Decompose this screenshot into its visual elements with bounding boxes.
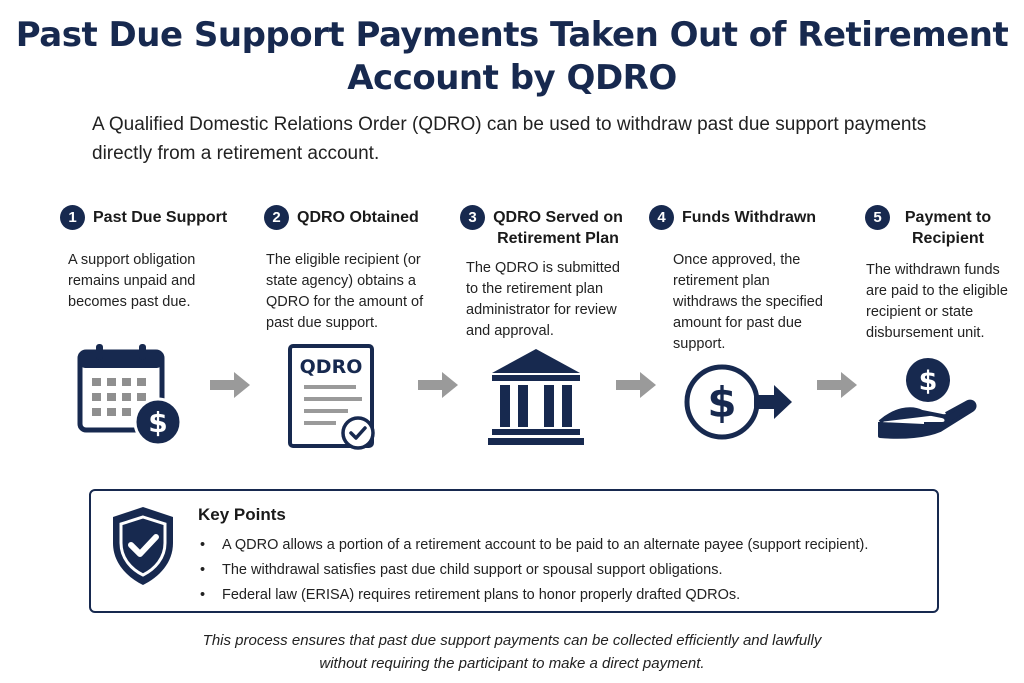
step-description: The withdrawn funds are paid to the elig…: [866, 262, 1008, 341]
svg-text:$: $: [919, 366, 938, 397]
step-title: QDRO Served on Retirement Plan: [493, 209, 623, 247]
shield-check-icon: [113, 507, 173, 585]
page-title: Past Due Support Payments Taken Out of R…: [0, 14, 1024, 100]
key-points-box: [89, 489, 939, 613]
step-number: 1: [60, 205, 85, 230]
step-2: 2 QDRO Obtained: [264, 205, 444, 230]
step-title: Funds Withdrawn: [682, 209, 817, 226]
step-number: 3: [460, 205, 485, 230]
svg-text:$: $: [148, 406, 167, 439]
flow-arrow-icon: [210, 372, 250, 398]
step-description: The eligible recipient (or state agency)…: [266, 252, 424, 331]
key-point-item: Federal law (ERISA) requires retirement …: [200, 583, 868, 608]
step-3: 3 QDRO Served on Retirement Plan: [460, 205, 630, 249]
dollar-withdraw-icon: $: [684, 364, 792, 440]
step-title: Past Due Support: [93, 209, 228, 226]
flow-arrow-icon: [817, 372, 857, 398]
step-5: 5 Payment to Recipient: [865, 205, 1005, 249]
qdro-document-icon: QDRO: [288, 344, 375, 450]
key-points-title: Key Points: [198, 505, 286, 524]
step-number: 4: [649, 205, 674, 230]
hand-dollar-icon: $: [878, 358, 977, 439]
flow-arrow-icon: [616, 372, 656, 398]
page-title-line-1: Past Due Support Payments Taken Out of R…: [15, 15, 1009, 55]
step-title: Payment to Recipient: [904, 209, 992, 247]
step-number: 2: [264, 205, 289, 230]
page-title-line-2: Account by QDRO: [347, 58, 677, 98]
step-number: 5: [865, 205, 890, 230]
step-description: The QDRO is submitted to the retirement …: [466, 260, 620, 339]
key-point-item: The withdrawal satisfies past due child …: [200, 558, 868, 583]
step-4: 4 Funds Withdrawn: [649, 205, 829, 230]
footer-note: This process ensures that past due suppo…: [0, 629, 1024, 675]
key-point-item: A QDRO allows a portion of a retirement …: [200, 533, 868, 558]
bank-building-icon: [488, 349, 584, 445]
step-1: 1 Past Due Support: [60, 205, 240, 230]
footer-line-1: This process ensures that past due suppo…: [202, 632, 822, 649]
svg-text:$: $: [707, 378, 736, 427]
intro-text: A Qualified Domestic Relations Order (QD…: [92, 114, 927, 164]
step-description: Once approved, the retirement plan withd…: [673, 252, 823, 352]
step-description: A support obligation remains unpaid and …: [68, 252, 196, 310]
key-points-list: A QDRO allows a portion of a retirement …: [200, 533, 868, 608]
flow-arrow-icon: [418, 372, 458, 398]
footer-line-2: without requiring the participant to mak…: [319, 655, 705, 672]
qdro-icon-label: QDRO: [300, 356, 363, 378]
calendar-dollar-icon: $: [77, 344, 183, 446]
step-title: QDRO Obtained: [297, 209, 419, 226]
